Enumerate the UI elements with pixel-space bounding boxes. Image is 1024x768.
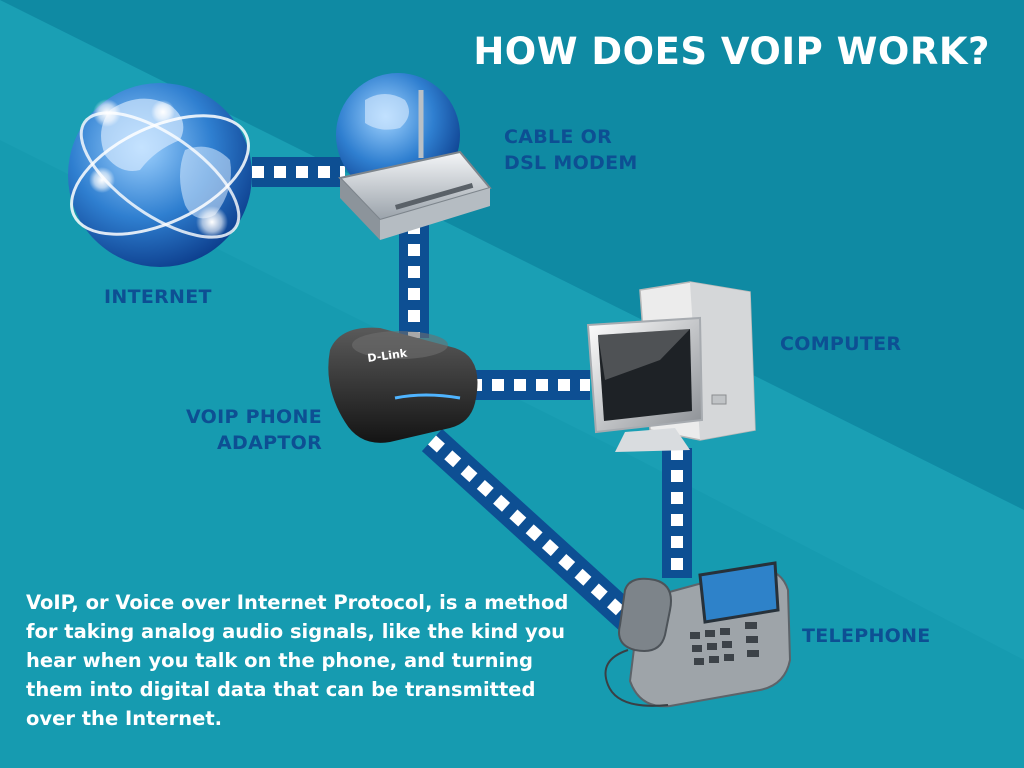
desktop-computer-icon bbox=[586, 281, 756, 452]
internet-label: INTERNET bbox=[104, 284, 212, 310]
page-title: HOW DOES VOIP WORK? bbox=[473, 30, 990, 73]
description-text: VoIP, or Voice over Internet Protocol, i… bbox=[26, 591, 569, 730]
link-adaptor-telephone bbox=[421, 428, 641, 632]
globe-network-icon bbox=[68, 83, 252, 267]
modem-label-line-2: DSL MODEM bbox=[504, 152, 638, 174]
connection-links bbox=[252, 157, 692, 632]
computer-label: COMPUTER bbox=[780, 331, 901, 357]
computer-label-line-1: COMPUTER bbox=[780, 333, 902, 355]
adaptor-brand-text: D-Link bbox=[367, 346, 409, 365]
keypad bbox=[690, 622, 759, 665]
background-diagonal-band bbox=[0, 0, 1024, 510]
adaptor-label-line-1: VOIP PHONE bbox=[186, 406, 322, 428]
voip-adaptor-icon: D-Link bbox=[328, 327, 478, 443]
modem-label-line-1: CABLE OR bbox=[504, 126, 613, 148]
modem-label: CABLE OR DSL MODEM bbox=[504, 124, 638, 176]
internet-label-line-1: INTERNET bbox=[104, 286, 212, 308]
adaptor-label-line-2: ADAPTOR bbox=[217, 432, 322, 454]
adaptor-label: VOIP PHONE ADAPTOR bbox=[186, 404, 322, 456]
desk-telephone-icon bbox=[604, 561, 792, 708]
telephone-label-line-1: TELEPHONE bbox=[802, 625, 931, 647]
modem-router-icon bbox=[336, 73, 492, 240]
telephone-label: TELEPHONE bbox=[802, 623, 931, 649]
